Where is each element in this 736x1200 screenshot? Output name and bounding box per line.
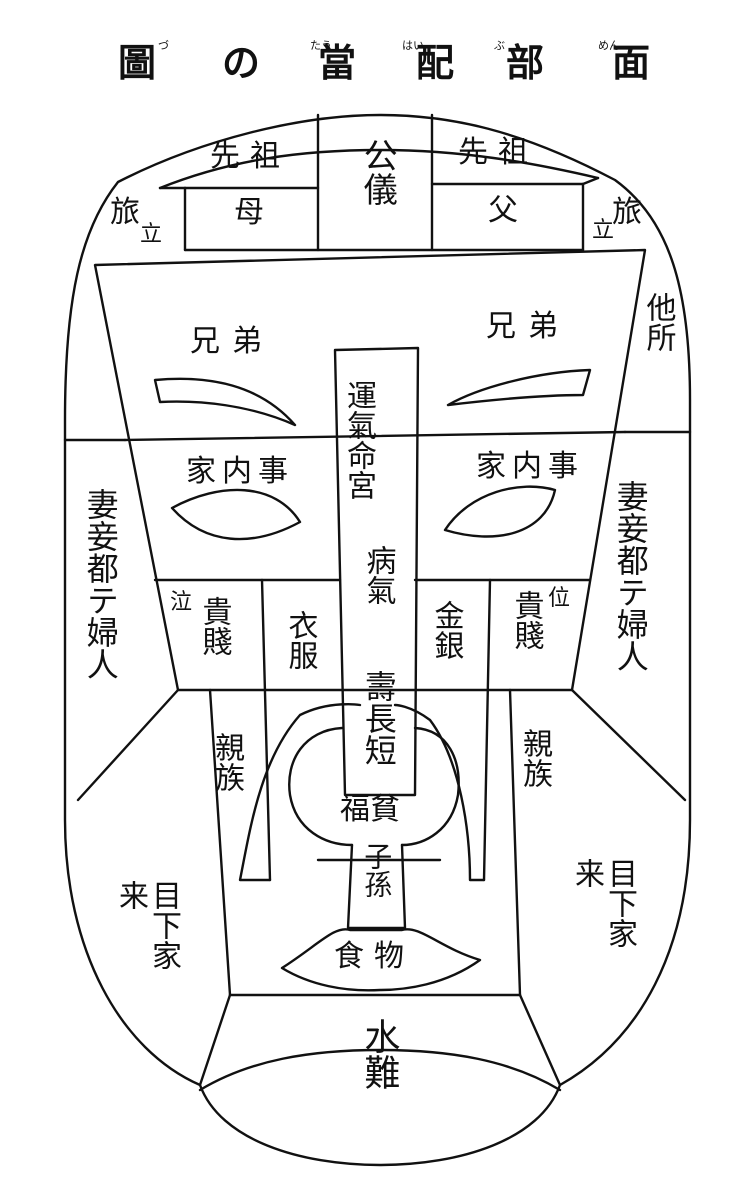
- nose-outer: [238, 703, 362, 882]
- title-ruby-6: づ: [158, 39, 169, 52]
- title-char-3: 配: [416, 40, 455, 85]
- chin-right-slant: [518, 993, 562, 1087]
- label-ancestor-right: 先祖: [458, 135, 538, 170]
- central-column: [333, 346, 420, 797]
- label-subordinates-right: 目下家来: [569, 858, 637, 948]
- right-eyebrow: [446, 368, 592, 407]
- label-household-left: 家内事: [186, 454, 294, 489]
- label-kin-right: 親族: [517, 728, 552, 788]
- label-father: 父: [488, 193, 518, 228]
- label-fortune-palace: 運氣命宮: [341, 380, 376, 500]
- label-travel-left: 旅: [110, 195, 140, 230]
- column-right-inner: [482, 578, 492, 882]
- label-kin-left: 親族: [209, 732, 244, 792]
- left-eyebrow: [153, 377, 297, 427]
- label-wealth: 福貧: [340, 792, 400, 827]
- label-public-affairs: 公儀: [357, 138, 398, 206]
- nose-right-curl: [400, 726, 460, 847]
- label-mother: 母: [234, 195, 264, 230]
- label-wife-right: 妻妾都テ婦人: [611, 480, 650, 672]
- label-rank-left-note: 泣: [170, 590, 193, 615]
- title-ruby-4: たう: [310, 39, 332, 52]
- mouth: [280, 928, 482, 992]
- right-lower-diagonal: [570, 688, 687, 802]
- right-eye: [443, 485, 557, 538]
- label-food: 食物: [334, 939, 414, 974]
- nose-outer-right: [393, 703, 486, 882]
- left-lower-diagonal: [76, 688, 180, 802]
- label-subordinates-left: 目下家来: [113, 880, 181, 970]
- label-money: 金銀: [428, 600, 464, 660]
- title-char-6: 圖: [118, 40, 157, 85]
- label-travel-right-note: 立: [592, 218, 615, 243]
- philtrum: [346, 843, 407, 930]
- label-water-hazard: 水難: [358, 1018, 400, 1090]
- label-rank-right: 貴賤: [508, 590, 544, 650]
- label-travel-right: 旅: [612, 195, 642, 230]
- forehead-inner-arc: [158, 148, 600, 190]
- label-travel-left-note: 立: [140, 222, 163, 247]
- title-char-5: の: [222, 40, 261, 85]
- label-siblings-left: 兄弟: [190, 324, 274, 359]
- right-cheek-divider: [508, 688, 522, 997]
- chin-curve: [198, 1048, 562, 1092]
- title-ruby-2: ぶ: [494, 39, 505, 52]
- head-outline: [63, 113, 692, 1167]
- label-other-place: 他所: [640, 292, 676, 352]
- label-ancestor-left: 先祖: [210, 139, 290, 174]
- title-ruby-1: めん: [598, 39, 620, 52]
- label-siblings-right: 兄弟: [486, 309, 570, 344]
- title-ruby-3: はい: [402, 39, 424, 52]
- nose-left-curl: [288, 726, 354, 847]
- label-children: 子孫: [360, 842, 394, 898]
- forehead-right-slant: [581, 176, 600, 186]
- label-longevity: 壽長短: [359, 670, 398, 766]
- label-clothing: 衣服: [282, 610, 318, 670]
- label-household-right: 家内事: [476, 449, 584, 484]
- chin-left-slant: [198, 993, 232, 1087]
- title-char-1: 面: [612, 40, 651, 85]
- left-eye: [170, 488, 302, 541]
- title-char-2: 部: [506, 40, 545, 85]
- left-cheek-divider: [208, 688, 232, 997]
- column-left-inner: [260, 578, 272, 882]
- label-rank-left: 貴賤: [196, 596, 232, 656]
- label-rank-right-note: 位: [548, 586, 571, 611]
- label-illness: 病氣: [360, 545, 396, 605]
- upper-eye-band: [123, 430, 627, 442]
- label-wife-left: 妻妾都テ婦人: [81, 488, 120, 680]
- title-char-4: 當: [318, 40, 357, 85]
